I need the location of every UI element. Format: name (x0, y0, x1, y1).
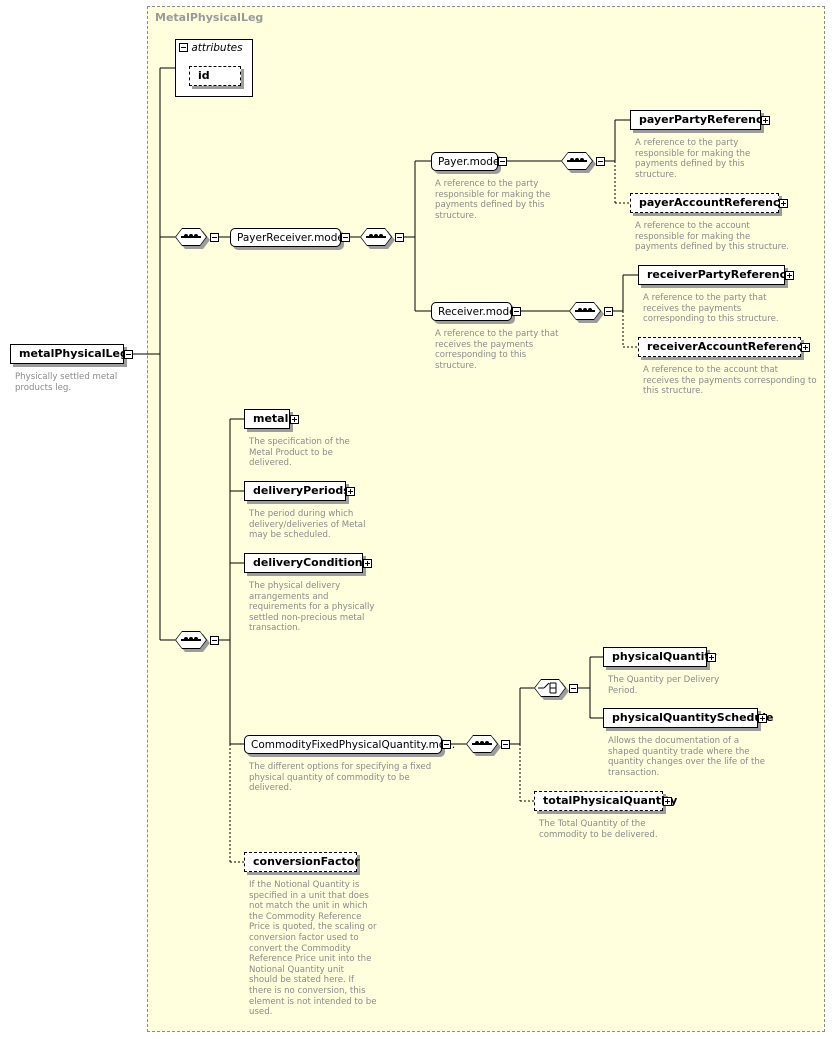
sequence-compositor-icon[interactable] (569, 302, 605, 324)
expand-icon[interactable] (707, 653, 716, 662)
receiver-account-reference-doc: A reference to the account that receives… (643, 365, 817, 397)
attribute-id-label: id (198, 69, 210, 82)
collapse-icon[interactable] (442, 740, 451, 749)
group-commodityfixedphysicalquantity-model[interactable]: CommodityFixedPhysicalQuantity.mo... (244, 735, 455, 754)
sequence-compositor-icon[interactable] (175, 631, 211, 653)
expand-icon[interactable] (785, 271, 794, 280)
group-receiver-model[interactable]: Receiver.model (431, 302, 519, 321)
element-label: totalPhysicalQuantity (543, 794, 678, 807)
expand-icon[interactable] (761, 116, 770, 125)
group-payerreceiver-model[interactable]: PayerReceiver.model (230, 228, 347, 247)
complex-type-title: MetalPhysicalLeg (155, 11, 264, 24)
root-element-metalphysicalleg[interactable]: metalPhysicalLeg (10, 344, 128, 364)
element-label: conversionFactor (253, 855, 360, 868)
delivery-periods-doc: The period during which delivery/deliver… (249, 509, 366, 541)
collapse-icon[interactable] (501, 740, 510, 749)
element-deliveryconditions[interactable]: deliveryConditions (244, 553, 369, 573)
total-physical-quantity-doc: The Total Quantity of the commodity to b… (539, 819, 658, 840)
sequence-compositor-icon[interactable] (466, 735, 502, 757)
sequence-compositor-icon[interactable] (360, 228, 396, 250)
conversion-factor-doc: If the Notional Quantity is specified in… (249, 880, 377, 1018)
group-label: CommodityFixedPhysicalQuantity.mo... (251, 739, 456, 751)
element-metal[interactable]: metal (244, 409, 290, 429)
element-label: deliveryPeriods (253, 484, 350, 497)
element-label: payerPartyReference (639, 113, 770, 126)
collapse-icon[interactable] (341, 233, 350, 242)
expand-icon[interactable] (779, 199, 788, 208)
expand-icon[interactable] (801, 343, 810, 352)
collapse-icon[interactable] (124, 350, 133, 359)
physical-quantity-doc: The Quantity per Delivery Period. (608, 675, 720, 696)
element-receiverpartyreference[interactable]: receiverPartyReference (638, 265, 794, 285)
element-label: deliveryConditions (253, 556, 370, 569)
expand-icon[interactable] (290, 415, 299, 424)
physical-quantity-schedule-doc: Allows the documentation of a shaped qua… (608, 736, 766, 778)
element-totalphysicalquantity[interactable]: totalPhysicalQuantity (534, 791, 677, 811)
expand-icon[interactable] (346, 487, 355, 496)
attribute-id[interactable]: id (189, 66, 241, 86)
payer-account-reference-doc: A reference to the account responsible f… (635, 221, 789, 253)
element-label: physicalQuantitySchedule (612, 711, 774, 724)
sequence-compositor-icon[interactable] (561, 152, 597, 174)
root-element-doc: Physically settled metal products leg. (15, 372, 118, 393)
expand-icon[interactable] (363, 559, 372, 568)
collapse-icon[interactable] (596, 157, 605, 166)
element-payeraccountreference[interactable]: payerAccountReference (630, 193, 787, 213)
sequence-compositor-icon[interactable] (175, 228, 211, 250)
element-conversionfactor[interactable]: conversionFactor (244, 852, 360, 872)
commodity-fixed-model-doc: The different options for specifying a f… (249, 762, 432, 794)
element-payerpartyreference[interactable]: payerPartyReference (630, 110, 770, 130)
element-label: physicalQuantity (612, 650, 717, 663)
element-label: receiverPartyReference (647, 268, 794, 281)
element-physicalquantityschedule[interactable]: physicalQuantitySchedule (603, 708, 773, 728)
expand-icon[interactable] (663, 797, 672, 806)
attributes-header: attributes (179, 42, 243, 54)
collapse-icon[interactable] (512, 307, 521, 316)
collapse-icon[interactable] (569, 684, 578, 693)
collapse-icon[interactable] (395, 233, 404, 242)
element-label: receiverAccountReference (647, 340, 811, 353)
collapse-icon[interactable] (210, 636, 219, 645)
payer-party-reference-doc: A reference to the party responsible for… (635, 138, 751, 180)
attributes-header-label: attributes (191, 42, 243, 54)
receiver-model-doc: A reference to the party that receives t… (435, 329, 559, 371)
element-physicalquantity[interactable]: physicalQuantity (603, 647, 717, 667)
element-receiveraccountreference[interactable]: receiverAccountReference (638, 337, 811, 357)
attributes-group: attributes (175, 39, 253, 97)
collapse-icon[interactable] (179, 42, 188, 52)
group-payer-model[interactable]: Payer.model (431, 152, 502, 171)
payer-model-doc: A reference to the party responsible for… (435, 179, 551, 221)
element-label: payerAccountReference (639, 196, 787, 209)
delivery-conditions-doc: The physical delivery arrangements and r… (249, 581, 375, 634)
root-element-label: metalPhysicalLeg (19, 347, 128, 360)
group-label: Payer.model (438, 156, 503, 168)
element-label: metal (253, 412, 289, 425)
receiver-party-reference-doc: A reference to the party that receives t… (643, 293, 779, 325)
element-deliveryperiods[interactable]: deliveryPeriods (244, 481, 350, 501)
collapse-icon[interactable] (210, 233, 219, 242)
expand-icon[interactable] (758, 714, 767, 723)
collapse-icon[interactable] (498, 157, 507, 166)
collapse-icon[interactable] (604, 307, 613, 316)
choice-compositor-icon[interactable] (534, 679, 570, 701)
group-label: Receiver.model (438, 306, 519, 318)
metal-doc: The specification of the Metal Product t… (249, 437, 350, 469)
group-label: PayerReceiver.model (237, 232, 347, 244)
